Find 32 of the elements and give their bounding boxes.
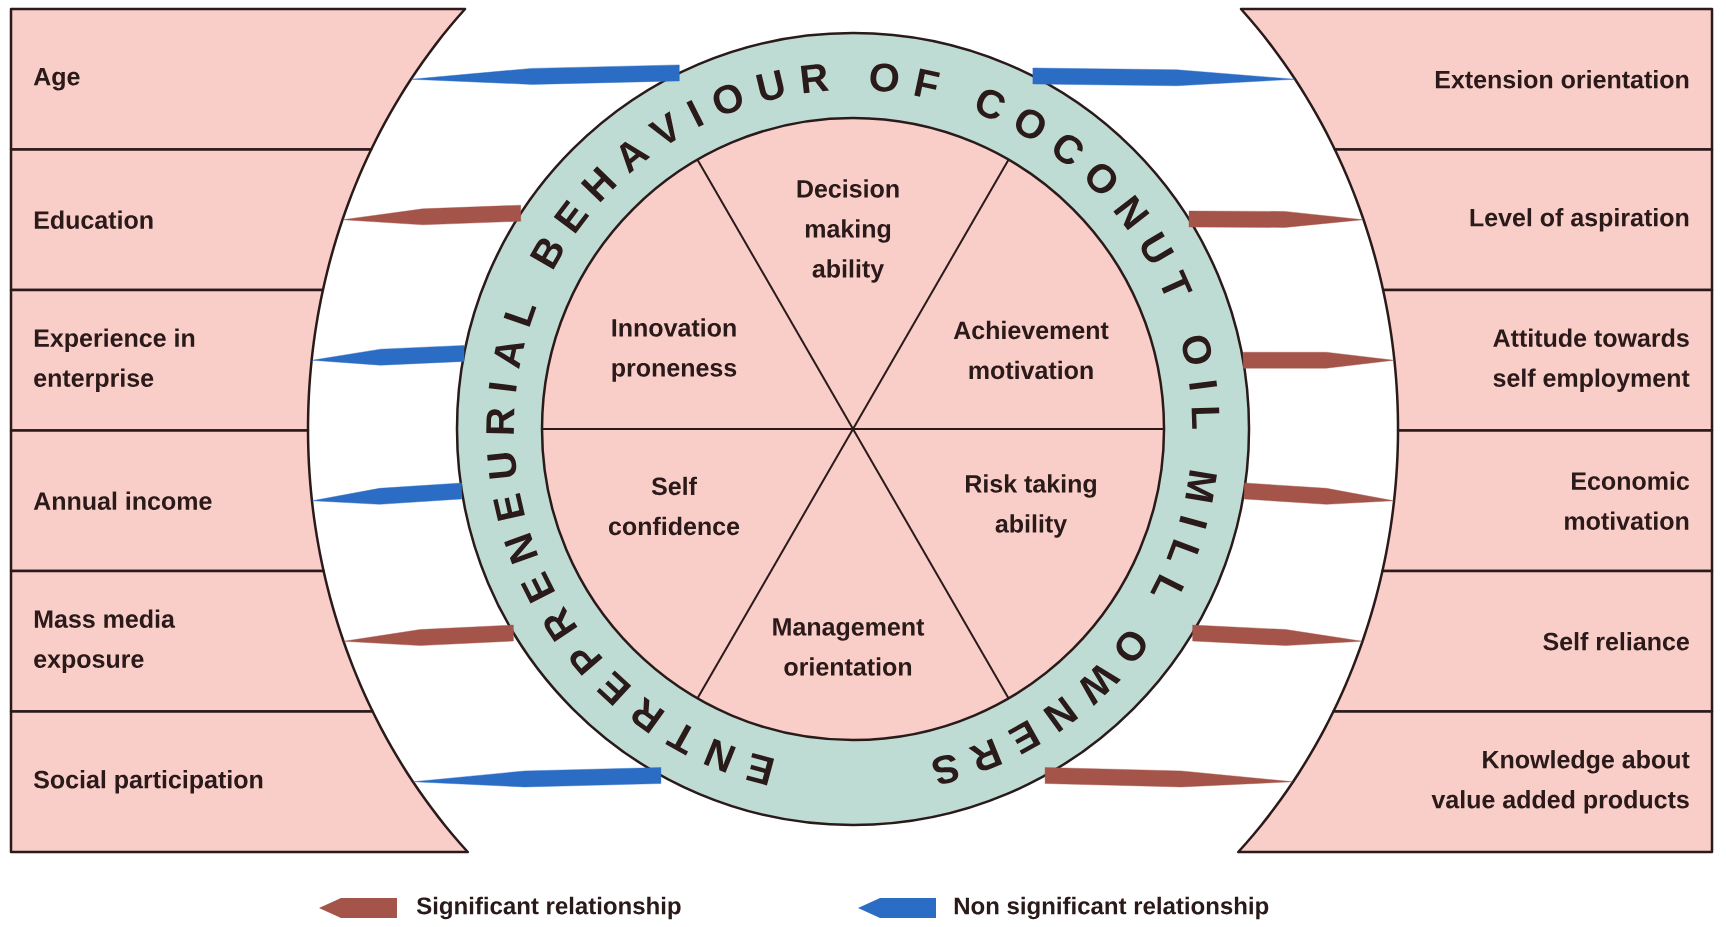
tapered-arrow	[343, 624, 514, 646]
sector: Self confidence	[609, 476, 740, 536]
factor-box: Experience in enterprise	[9, 288, 325, 432]
tapered-arrow	[1243, 352, 1395, 369]
factor-box: Age	[9, 7, 467, 151]
factor-box: Knowledge about value added products	[1237, 710, 1714, 854]
sector: Decision making ability	[797, 179, 899, 283]
legend-label: Non significant relationship	[954, 896, 1269, 920]
tapered-arrow	[411, 64, 680, 85]
legend-label: Significant relationship	[416, 896, 681, 920]
tapered-arrow	[1244, 482, 1394, 505]
factor-box: Annual income	[9, 429, 325, 573]
tapered-arrow	[1044, 767, 1293, 788]
tapered-arrow	[413, 767, 662, 788]
sector: Innovation proneness	[612, 318, 737, 382]
factor-box: Attitude towards self employment	[1381, 288, 1714, 432]
tapered-arrow	[1192, 624, 1363, 646]
factor-box: Economic motivation	[1381, 429, 1714, 573]
factor-box: Self reliance	[1332, 569, 1714, 713]
tapered-arrow	[342, 205, 521, 225]
factor-box: Education	[9, 148, 373, 292]
tapered-arrow	[312, 482, 462, 505]
tapered-arrow	[1188, 210, 1364, 228]
factor-box: Level of aspiration	[1333, 148, 1714, 292]
factor-box: Social participation	[9, 710, 469, 854]
tapered-arrow	[311, 345, 465, 366]
factor-box: Extension orientation	[1239, 7, 1714, 151]
sector: Achievement motivation	[953, 320, 1109, 380]
tapered-arrow	[1032, 67, 1295, 86]
sector: Management orientation	[773, 618, 925, 676]
sector: Risk taking ability	[966, 474, 1096, 538]
factor-box: Mass media exposure	[9, 569, 374, 713]
